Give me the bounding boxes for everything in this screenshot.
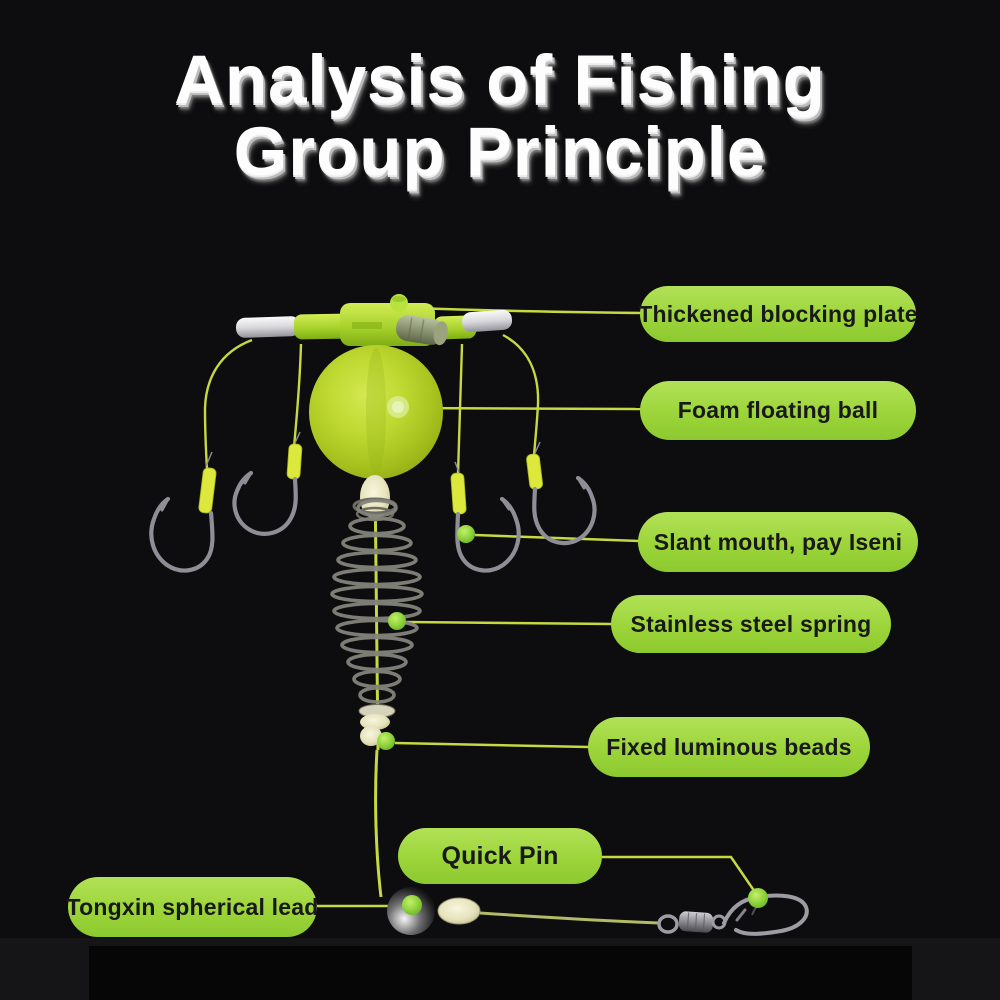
hook-inner-right <box>455 496 521 573</box>
hook-outer-right <box>532 475 597 546</box>
quick-pin-marker-dot <box>748 888 768 908</box>
line-to-swivel <box>479 911 660 925</box>
label-slant-mouth-hook: Slant mouth, pay Iseni <box>638 512 918 572</box>
snell-tag-ends <box>205 431 541 473</box>
label-quick-pin: Quick Pin <box>398 828 602 884</box>
lead-sphere-graphic <box>387 887 435 935</box>
blocking-plate-graphic <box>235 294 513 346</box>
slant-hook-marker-dot <box>457 525 475 543</box>
spring-marker-dot <box>388 612 406 630</box>
hook-inner-left <box>232 470 298 536</box>
fishing-hooks <box>149 470 597 573</box>
fixed-luminous-beads-graphic <box>358 704 396 750</box>
label-tongxin-spherical-lead: Tongxin spherical lead <box>67 877 318 937</box>
title-line-1: Analysis of Fishing <box>174 41 826 118</box>
label-fixed-luminous-beads: Fixed luminous beads <box>588 717 870 777</box>
luminous-hook-sleeves <box>198 443 543 515</box>
label-foam-floating-ball: Foam floating ball <box>640 381 916 440</box>
spring-feeder-graphic <box>330 498 424 704</box>
lead-marker-dot <box>402 895 422 915</box>
luminous-float-bead <box>437 897 481 925</box>
page-title: Analysis of Fishing Group Principle <box>0 41 1000 191</box>
hook-drop-lines <box>203 333 540 475</box>
foam-ball-graphic <box>309 345 443 479</box>
snap-swivel-graphic <box>657 888 809 936</box>
bottom-strip-inner <box>89 946 912 1000</box>
label-thickened-blocking-plate: Thickened blocking plate <box>638 286 918 342</box>
label-stainless-steel-spring: Stainless steel spring <box>611 595 891 653</box>
beads-marker-dot <box>377 732 395 750</box>
hook-outer-left <box>149 496 215 573</box>
plate-barrel <box>395 315 448 346</box>
title-line-2: Group Principle <box>233 113 767 191</box>
